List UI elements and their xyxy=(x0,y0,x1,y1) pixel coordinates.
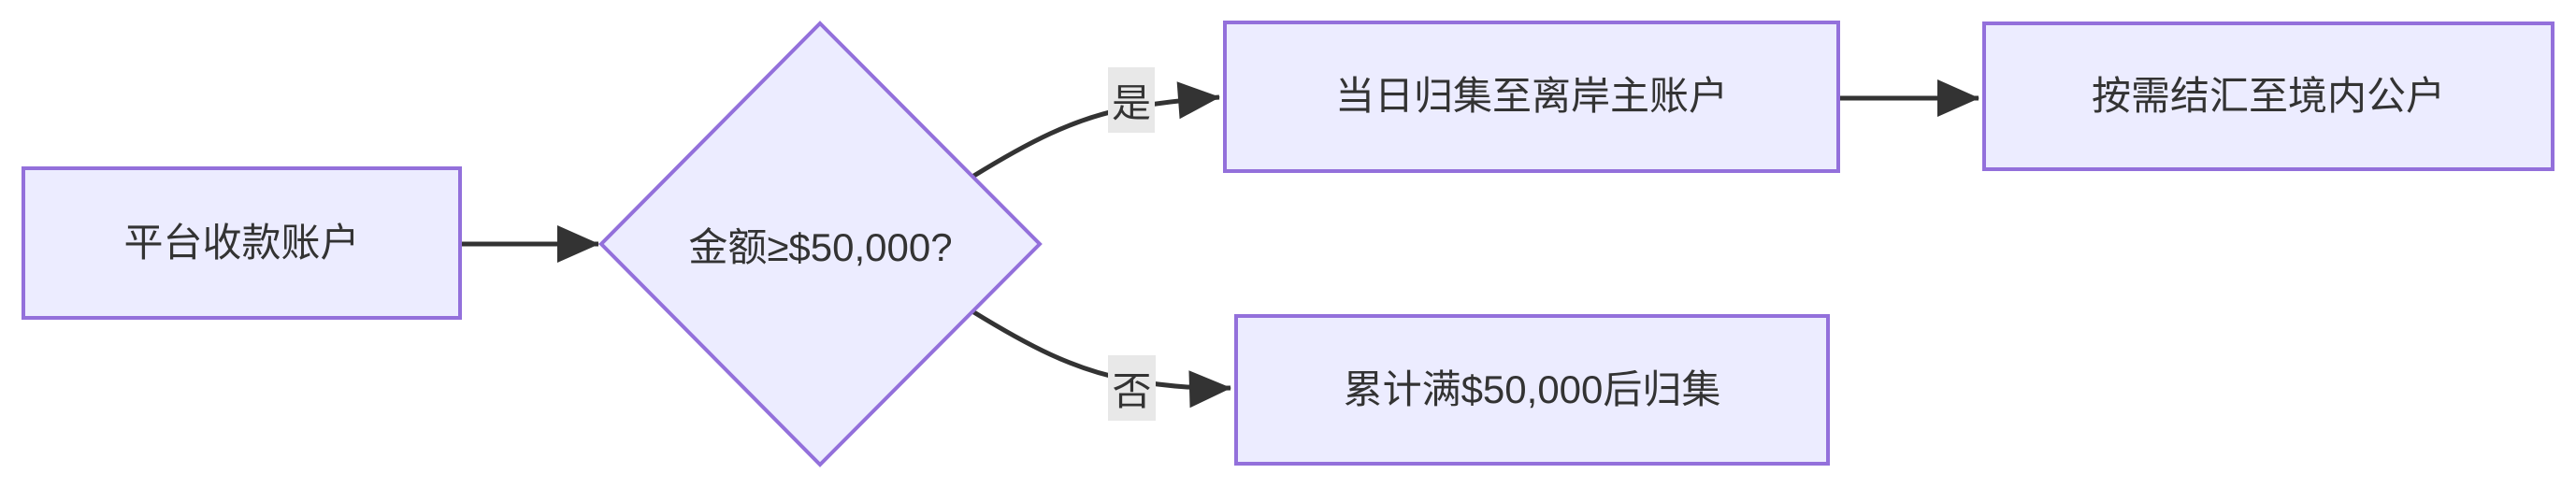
node-platform-account: 平台收款账户 xyxy=(22,166,462,320)
edge-decision-to-accumulate xyxy=(971,309,1231,409)
edge-decision-to-same-day xyxy=(971,81,1220,179)
node-settle-to-domestic-label: 按需结汇至境内公户 xyxy=(2091,73,2445,118)
node-amount-decision-label: 金额≥$50,000? xyxy=(688,224,953,269)
node-accumulate-collect: 累计满$50,000后归集 xyxy=(1234,314,1830,466)
node-amount-decision: 金额≥$50,000? xyxy=(601,216,1040,272)
edge-label-no: 否 xyxy=(1108,355,1156,421)
edge-label-yes: 是 xyxy=(1108,67,1155,133)
decision-node-shape xyxy=(598,21,1043,467)
node-platform-account-label: 平台收款账户 xyxy=(123,220,360,265)
node-same-day-collect-label: 当日归集至离岸主账户 xyxy=(1334,74,1728,119)
node-same-day-collect: 当日归集至离岸主账户 xyxy=(1223,21,1840,173)
node-settle-to-domestic: 按需结汇至境内公户 xyxy=(1982,22,2554,171)
node-accumulate-collect-label: 累计满$50,000后归集 xyxy=(1343,366,1721,411)
